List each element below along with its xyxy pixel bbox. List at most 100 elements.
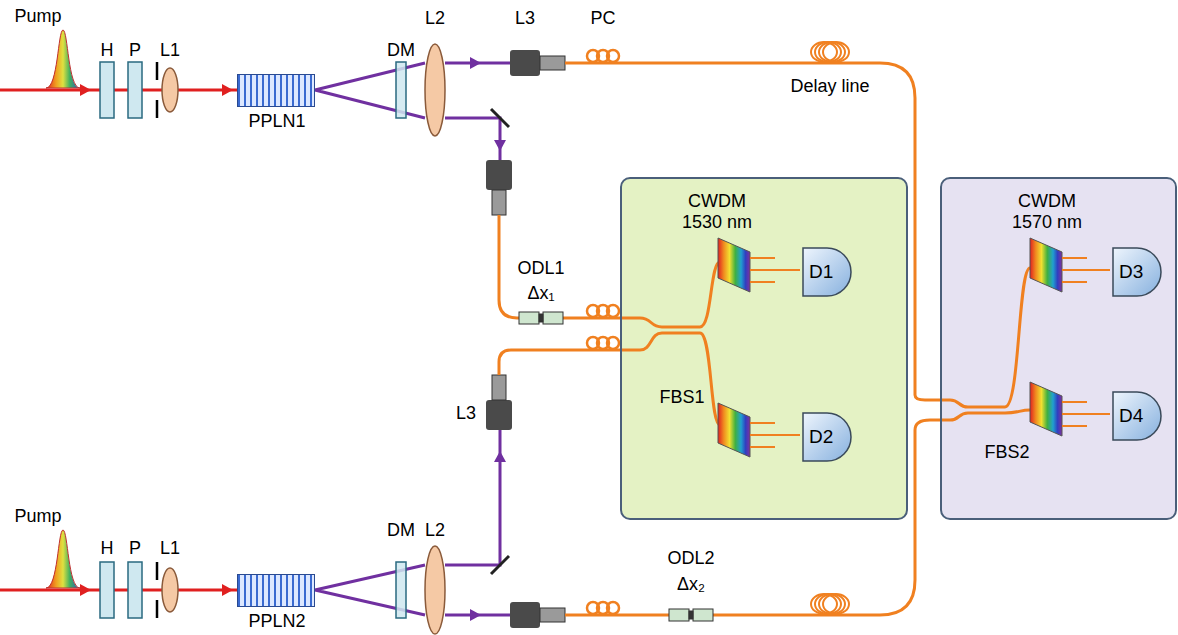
- optic-ellipse: [425, 44, 445, 136]
- optic-polygon: [470, 57, 481, 69]
- optic-path: [315, 430, 510, 615]
- optic-ellipse: [162, 68, 178, 112]
- lens: [425, 44, 445, 634]
- optic-polygon: [718, 238, 750, 292]
- optic-rect: [492, 190, 506, 215]
- detector-name: D3: [1119, 261, 1143, 283]
- optic-path: [1062, 258, 1110, 282]
- optic-rect: [396, 562, 406, 618]
- optic-rect: [539, 314, 543, 322]
- component-label: P: [129, 40, 141, 61]
- single-photon-detector: D4: [1112, 391, 1162, 441]
- component-label: L3: [515, 8, 535, 29]
- detector-outline: [803, 413, 851, 461]
- component-label: H: [101, 538, 114, 559]
- coil-loop: [823, 42, 849, 62]
- optic-rect: [510, 602, 540, 628]
- beam-arrows: [470, 57, 506, 621]
- optic-path: [315, 63, 510, 160]
- optic-line: [491, 109, 509, 127]
- component-label: H: [101, 40, 114, 61]
- optic-rect: [693, 609, 713, 621]
- wdm-detection-box: CWDM 1530 nm FBS1 D1D2: [620, 177, 908, 520]
- component-label: ODL1: [517, 258, 564, 279]
- component-label: L1: [160, 40, 180, 61]
- box-heading: CWDM 1570 nm: [1002, 191, 1092, 232]
- single-photon-detector: D1: [802, 247, 852, 297]
- ppln-crystal: PPLN2: [237, 574, 315, 607]
- polarization-controller: [587, 50, 619, 614]
- pump-arm: [0, 30, 237, 118]
- optic-path: [565, 410, 1030, 615]
- optic-circle: [607, 50, 619, 62]
- optic-path: [499, 333, 720, 425]
- component-label: Pump: [14, 6, 61, 27]
- component-label: Δx₁: [527, 283, 554, 304]
- optic-polygon: [494, 140, 506, 151]
- component-label: Delay line: [790, 76, 869, 97]
- optic-rect: [100, 62, 114, 118]
- optical-delay-line: [519, 312, 713, 621]
- photon-beams: [315, 63, 510, 615]
- pump-arm: [0, 530, 237, 618]
- optic-polygon: [1030, 238, 1062, 292]
- optical-fiber: [499, 63, 1030, 615]
- optic-polygon: [494, 451, 506, 462]
- optic-path: [46, 30, 80, 88]
- optic-path: [1062, 402, 1110, 426]
- optic-circle: [607, 305, 619, 317]
- optic-line: [0, 89, 237, 92]
- ppln-crystal: PPLN1: [237, 74, 315, 107]
- optic-rect: [669, 609, 689, 621]
- component-label: L1: [160, 538, 180, 559]
- optic-rect: [540, 56, 565, 70]
- cwdm-demux: [718, 238, 1062, 457]
- beam-splitter-label: FBS2: [984, 442, 1029, 463]
- optic-rect: [543, 312, 563, 324]
- optic-ellipse: [425, 546, 445, 634]
- beam-splitter-label: FBS1: [659, 387, 704, 408]
- optic-polygon: [1030, 382, 1062, 436]
- optic-polygon: [222, 84, 233, 96]
- optic-path: [750, 423, 800, 447]
- optic-rect: [492, 375, 506, 400]
- component-label: L2: [425, 8, 445, 29]
- component-label: DM: [387, 520, 415, 541]
- optic-line: [156, 100, 159, 118]
- component-label: PC: [590, 8, 615, 29]
- coil-loop: [823, 594, 849, 614]
- optic-rect: [128, 62, 142, 118]
- optic-circle: [607, 602, 619, 614]
- single-photon-detector: D2: [802, 412, 852, 462]
- optic-rect: [396, 62, 406, 118]
- component-label: P: [129, 538, 141, 559]
- component-label: L2: [425, 520, 445, 541]
- optic-rect: [540, 608, 565, 622]
- optic-polygon: [718, 403, 750, 457]
- optic-circle: [607, 337, 619, 349]
- optic-rect: [486, 400, 512, 430]
- optic-path: [499, 215, 720, 327]
- box-ground: [941, 178, 1175, 519]
- box-heading: CWDM 1530 nm: [672, 191, 762, 232]
- component-label: Δx₂: [677, 574, 705, 595]
- detector-name: D2: [809, 426, 833, 448]
- component-label: Pump: [14, 506, 61, 527]
- crystal-label: PPLN1: [248, 111, 305, 132]
- optic-rect: [519, 312, 539, 324]
- component-label: ODL2: [667, 548, 714, 569]
- optic-rect: [486, 160, 512, 190]
- optic-rect: [510, 50, 540, 76]
- optic-line: [156, 62, 159, 80]
- single-photon-detector: D3: [1112, 247, 1162, 297]
- detector-name: D4: [1119, 405, 1143, 427]
- component-label: L3: [456, 403, 476, 424]
- optic-polygon: [80, 84, 91, 96]
- delay-coil: [811, 42, 849, 614]
- fiber-collimator: [486, 50, 565, 628]
- optic-rect: [689, 611, 693, 619]
- component-label: DM: [387, 40, 415, 61]
- wdm-detection-box: CWDM 1570 nm FBS2 D3D4: [940, 177, 1177, 520]
- crystal-label: PPLN2: [248, 611, 305, 632]
